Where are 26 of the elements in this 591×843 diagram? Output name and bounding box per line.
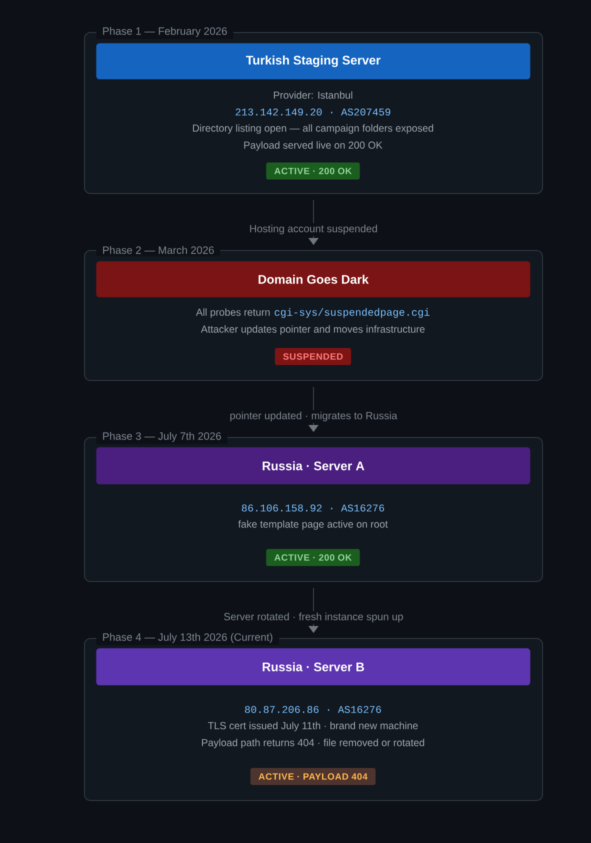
address-text: 86.106.158.92 · AS16276 [242, 504, 384, 512]
phase-label: Phase 2 — March 2026 [96, 244, 220, 256]
phase-label: Phase 4 — July 13th 2026 (Current) [96, 631, 280, 645]
status-badge: ACTIVE · PAYLOAD 404 [250, 768, 376, 786]
title-bar: Domain Goes Dark [96, 261, 530, 298]
address-text: 80.87.206.86 · AS16276 [245, 706, 381, 714]
phase-label: Phase 1 — February 2026 [96, 25, 234, 39]
body-text: Payload path returns 404 · file removed or rotated [202, 738, 424, 748]
edge-label: Hosting account suspended [246, 223, 381, 236]
body-text: Payload served live on 200 OK [244, 141, 382, 151]
phase-label: Phase 3 — July 7th 2026 [96, 430, 228, 444]
edge-label: Server rotated · fresh instance spun up [220, 611, 406, 624]
status-badge: ACTIVE · 200 OK [266, 549, 360, 566]
body-text: All probes return cgi-sys/suspendedpage.cgi [196, 308, 430, 318]
status-badge: SUSPENDED [274, 348, 352, 366]
address-text: 213.142.149.20 · AS207459 [236, 108, 390, 116]
status-badge: ACTIVE · 200 OK [266, 162, 360, 180]
body-text: fake template page active on root [238, 520, 388, 530]
body-text: TLS cert issued July 11th · brand new machine [208, 722, 418, 732]
body-text: Attacker updates pointer and moves infrastructure [200, 325, 425, 335]
body-text: Directory listing open — all campaign folders exposed [193, 124, 434, 134]
body-text: Provider: Istanbul [274, 91, 352, 99]
title-bar: Russia · Server A [96, 447, 530, 484]
edge-label: pointer updated · migrates to Russia [226, 410, 400, 423]
title-bar: Turkish Staging Server [96, 43, 530, 80]
title-bar: Russia · Server B [96, 648, 530, 686]
